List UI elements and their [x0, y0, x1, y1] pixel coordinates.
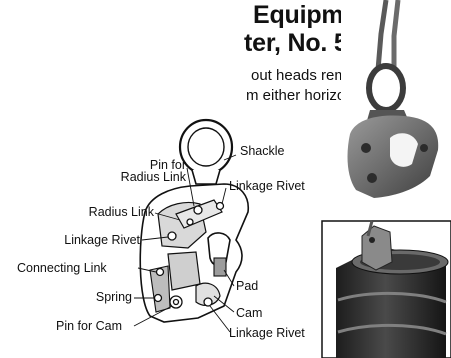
label-radius-link: Radius Link: [60, 205, 154, 219]
lifter-gripping-drum-photo: [322, 221, 451, 358]
label-linkage-rivet-left: Linkage Rivet: [30, 233, 140, 247]
label-connecting-link: Connecting Link: [17, 261, 107, 275]
label-linkage-rivet-top: Linkage Rivet: [229, 179, 305, 193]
label-shackle: Shackle: [240, 144, 284, 158]
label-pin-for-cam: Pin for Cam: [56, 319, 122, 333]
lifter-with-shackle-photo: [341, 0, 451, 212]
label-cam: Cam: [236, 306, 262, 320]
label-pad: Pad: [236, 279, 258, 293]
label-linkage-rivet-bottom: Linkage Rivet: [229, 326, 305, 340]
label-pin-for-radius-link-2: Radius Link: [84, 170, 186, 184]
label-spring: Spring: [60, 290, 132, 304]
